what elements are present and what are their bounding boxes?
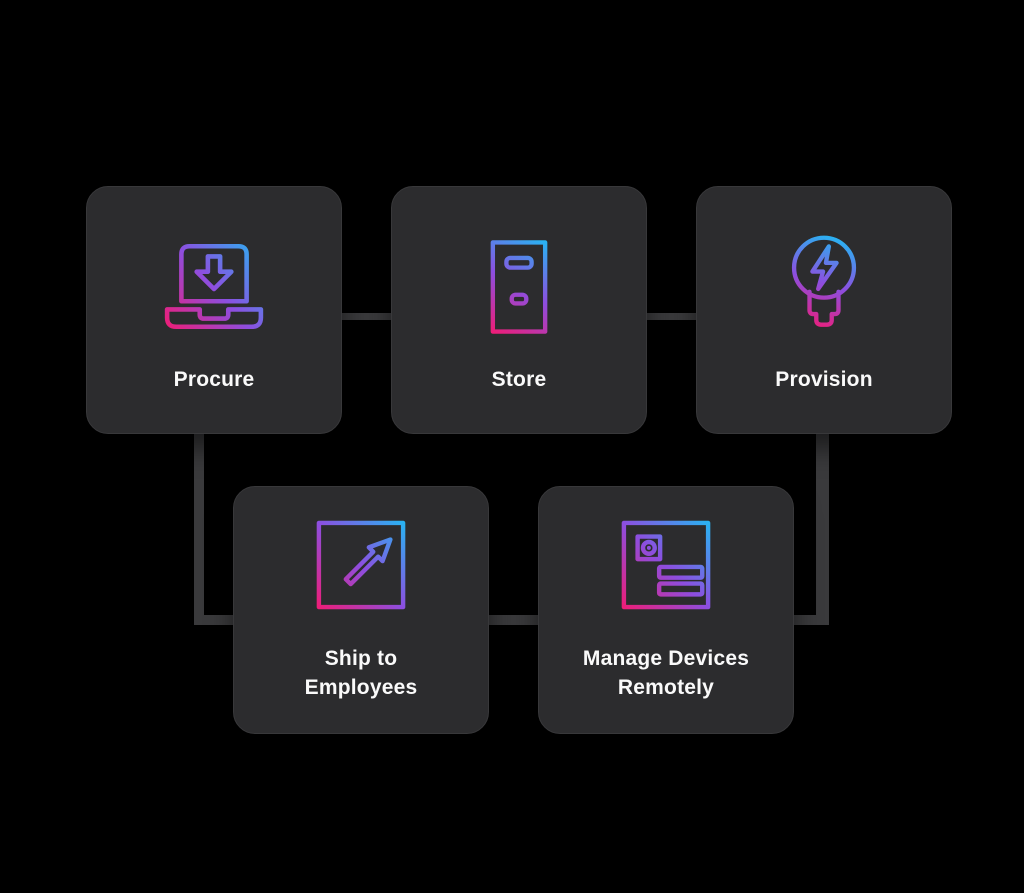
arrow-out-square-icon xyxy=(234,509,488,621)
connector-provision-manage-vertical xyxy=(816,432,829,624)
card-ship-to-employees: Ship to Employees xyxy=(233,486,489,734)
card-label-ship-line-2: Employees xyxy=(304,676,418,699)
card-label-procure: Procure xyxy=(173,368,255,391)
card-procure: Procure xyxy=(86,186,342,434)
card-label-manage-line-1: Manage Devices xyxy=(582,647,750,670)
card-label-manage-line-2: Remotely xyxy=(617,676,715,699)
card-store: Store xyxy=(391,186,647,434)
card-label-provision: Provision xyxy=(775,368,873,391)
laptop-download-icon xyxy=(87,231,341,343)
connector-procure-ship-vertical xyxy=(194,432,204,624)
card-label-manage: Manage Devices Remotely xyxy=(547,644,785,702)
connector-provision-manage-horizontal xyxy=(792,615,829,625)
storage-cabinet-icon xyxy=(392,231,646,343)
card-manage-devices-remotely: Manage Devices Remotely xyxy=(538,486,794,734)
connector-ship-manage xyxy=(489,615,538,625)
card-provision: Provision xyxy=(696,186,952,434)
card-label-ship: Ship to Employees xyxy=(242,644,480,702)
card-label-store: Store xyxy=(491,368,547,391)
connector-procure-ship-horizontal xyxy=(194,615,235,625)
connector-store-provision xyxy=(646,313,696,320)
card-label-ship-line-1: Ship to xyxy=(324,647,398,670)
connector-procure-store xyxy=(342,313,391,320)
lightbulb-bolt-icon xyxy=(697,231,951,343)
device-panel-icon xyxy=(539,509,793,621)
